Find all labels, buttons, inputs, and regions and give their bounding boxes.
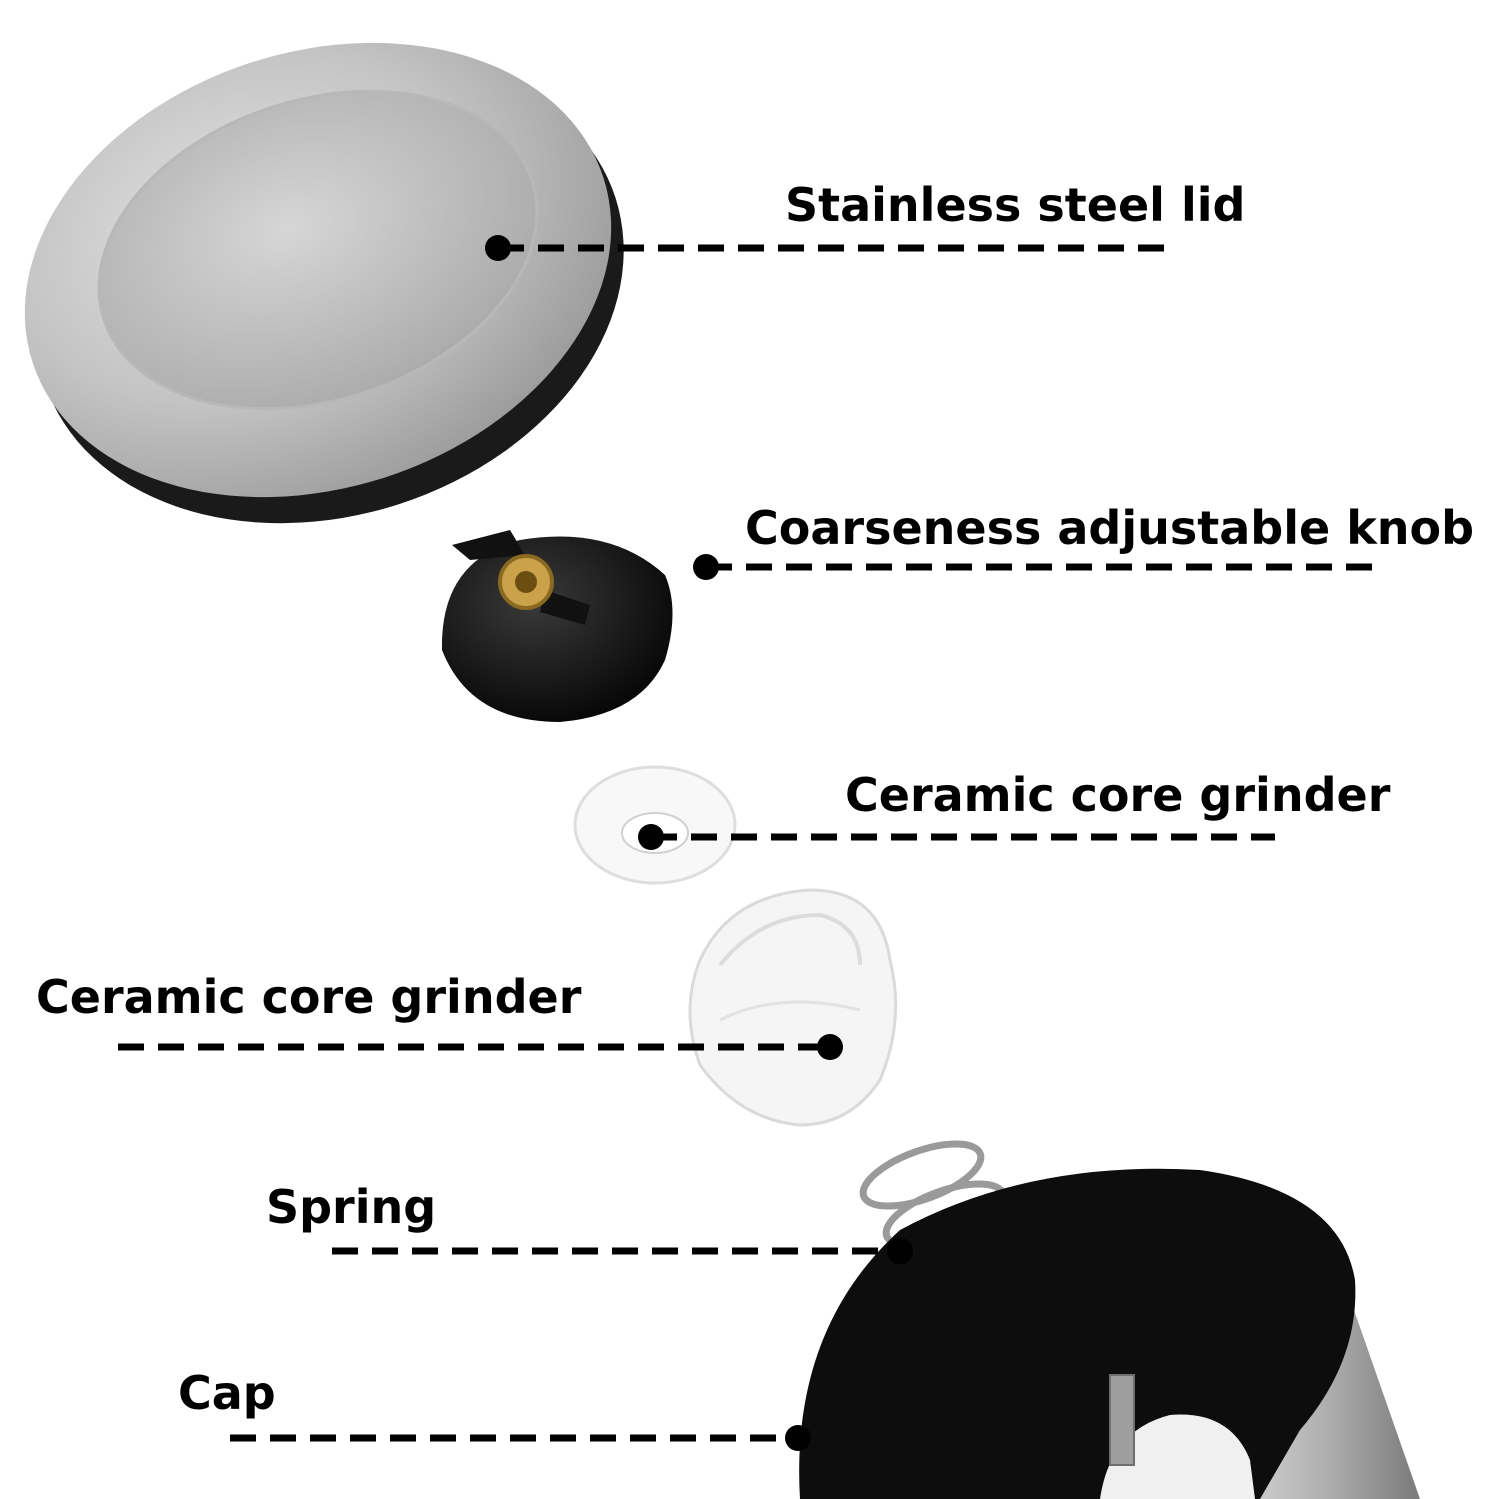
leader-washer xyxy=(638,824,1275,850)
cap-image xyxy=(799,1168,1420,1499)
label-ceramic-washer: Ceramic core grinder xyxy=(845,768,1391,822)
leader-spring xyxy=(332,1238,913,1264)
leader-lid xyxy=(485,235,1175,261)
label-spring: Spring xyxy=(266,1180,437,1234)
leader-cap xyxy=(230,1425,811,1451)
label-cap: Cap xyxy=(178,1366,276,1420)
leader-knob xyxy=(693,554,1385,580)
ceramic-grinder-image xyxy=(688,888,898,1127)
label-ceramic-grinder: Ceramic core grinder xyxy=(36,970,582,1024)
label-stainless-steel-lid: Stainless steel lid xyxy=(785,178,1246,232)
leader-grinder xyxy=(118,1034,843,1060)
stainless-steel-lid-image xyxy=(24,42,624,524)
coarseness-knob-image xyxy=(441,530,673,722)
label-coarseness-knob: Coarseness adjustable knob xyxy=(745,501,1475,555)
